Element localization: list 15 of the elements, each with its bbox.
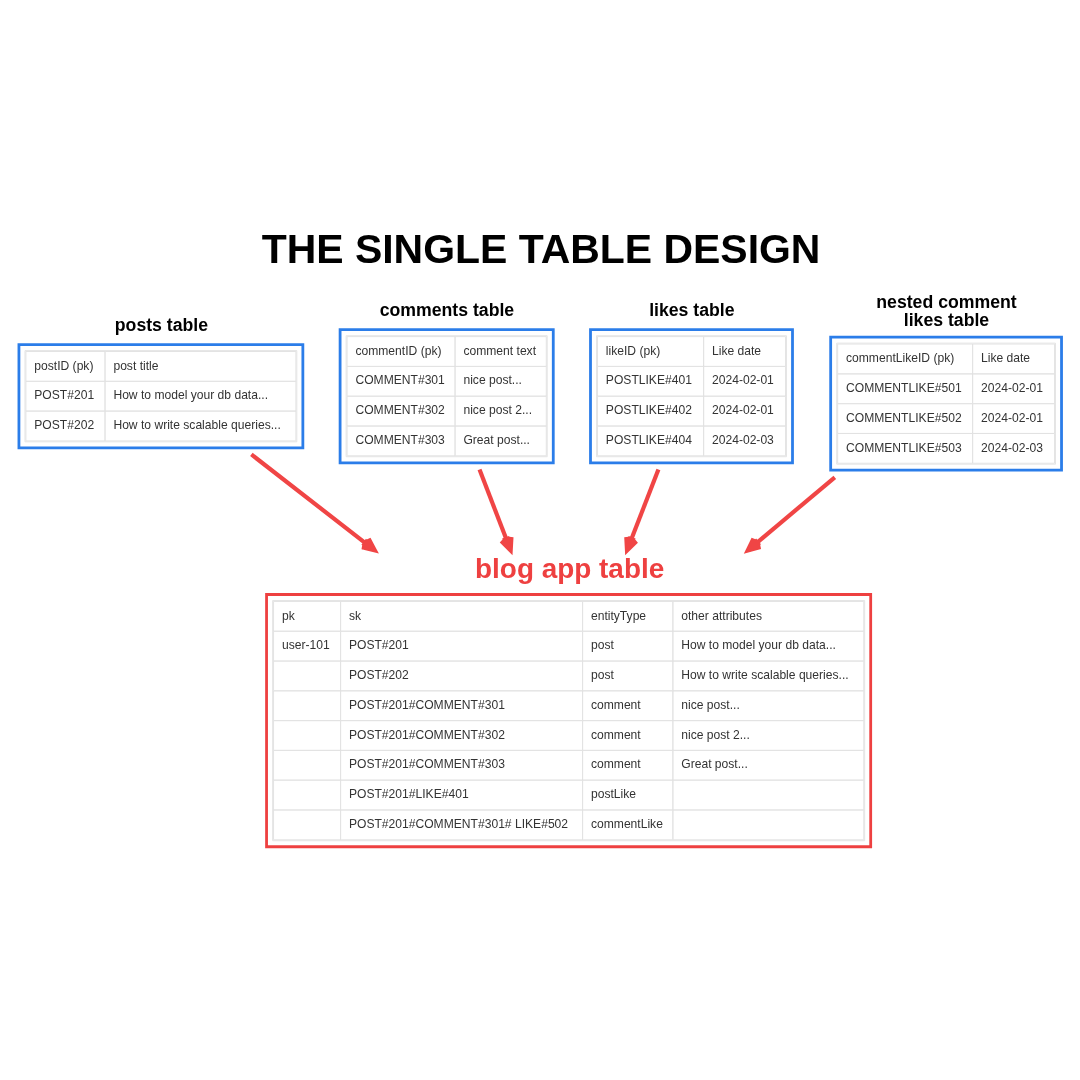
node-box: postID (pk) post title POST#201 How to model your db data... POST#202 How to write scalable queries... bbox=[17, 342, 305, 449]
node-label: posts table bbox=[114, 314, 209, 335]
node-box: commentID (pk) comment text COMMENT#301 nice post... COMMENT#302 nice post 2... COMMENT#303 Great post... bbox=[338, 327, 555, 464]
node-label: blog app table bbox=[475, 552, 665, 584]
arrow bbox=[477, 468, 514, 553]
node-label: comments table bbox=[379, 299, 515, 320]
node-label: likes table bbox=[649, 299, 735, 320]
node-box: likeID (pk) Like date POSTLIKE#401 2024-02-01 POSTLIKE#402 2024-02-01 POSTLIKE#404 2024-02-03 bbox=[589, 327, 794, 464]
arrow bbox=[624, 468, 661, 553]
node-label: nested comment likes table bbox=[876, 291, 1017, 330]
arrow bbox=[250, 452, 377, 553]
arrow bbox=[745, 475, 837, 553]
node-box: pk sk entityType other attributes user-101 POST#201 post How to model your db data... POST#202 post How to write scalable queries... POST#201#COMMENT#301 comment nice post... POST#201#COMMENT#302 comment nice post 2... POST#201#COMMENT#303 comment Great post... POST#201#LIKE#401 postLike POST#201#COMMENT#301# LIKE#502 commentLike bbox=[265, 592, 873, 848]
node-box: commentLikeID (pk) Like date COMMENTLIKE#501 2024-02-01 COMMENTLIKE#502 2024-02-01 COMMENTLIKE#503 2024-02-03 bbox=[829, 335, 1063, 472]
diagram-title: THE SINGLE TABLE DESIGN bbox=[261, 225, 821, 272]
